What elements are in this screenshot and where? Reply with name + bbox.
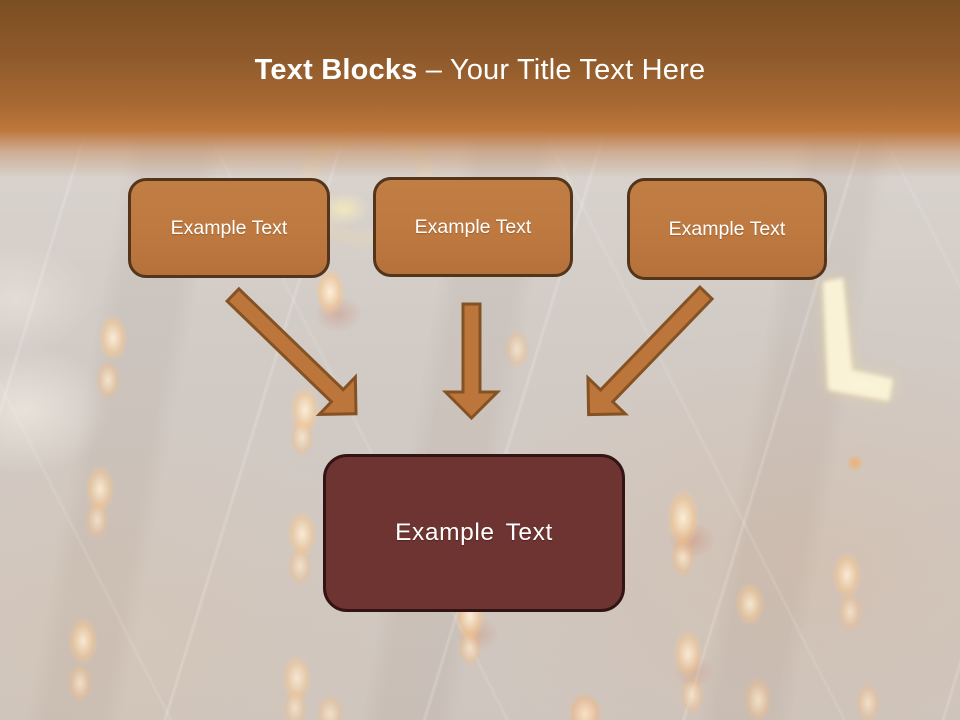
text-block-label: Example Text [395, 519, 553, 546]
slide-title[interactable]: Text Blocks – Your Title Text Here [0, 54, 960, 87]
text-block-top-left[interactable]: Example Text [128, 178, 330, 278]
title-banner: Text Blocks – Your Title Text Here [0, 0, 960, 178]
arrow-left[interactable] [215, 276, 374, 432]
text-block-center[interactable]: Example Text [323, 454, 625, 612]
slide-title-regular: – Your Title Text Here [417, 54, 706, 86]
background-letter-l-glyph [823, 278, 893, 401]
text-block-label: Example Text [414, 215, 532, 238]
text-block-top-middle[interactable]: Example Text [373, 177, 573, 277]
text-block-label: Example Text [170, 216, 288, 239]
arrow-right[interactable] [570, 275, 725, 433]
arrow-middle[interactable] [441, 302, 502, 421]
slide-title-bold: Text Blocks [254, 54, 418, 86]
text-block-top-right[interactable]: Example Text [627, 178, 827, 280]
text-block-label: Example Text [668, 217, 786, 240]
